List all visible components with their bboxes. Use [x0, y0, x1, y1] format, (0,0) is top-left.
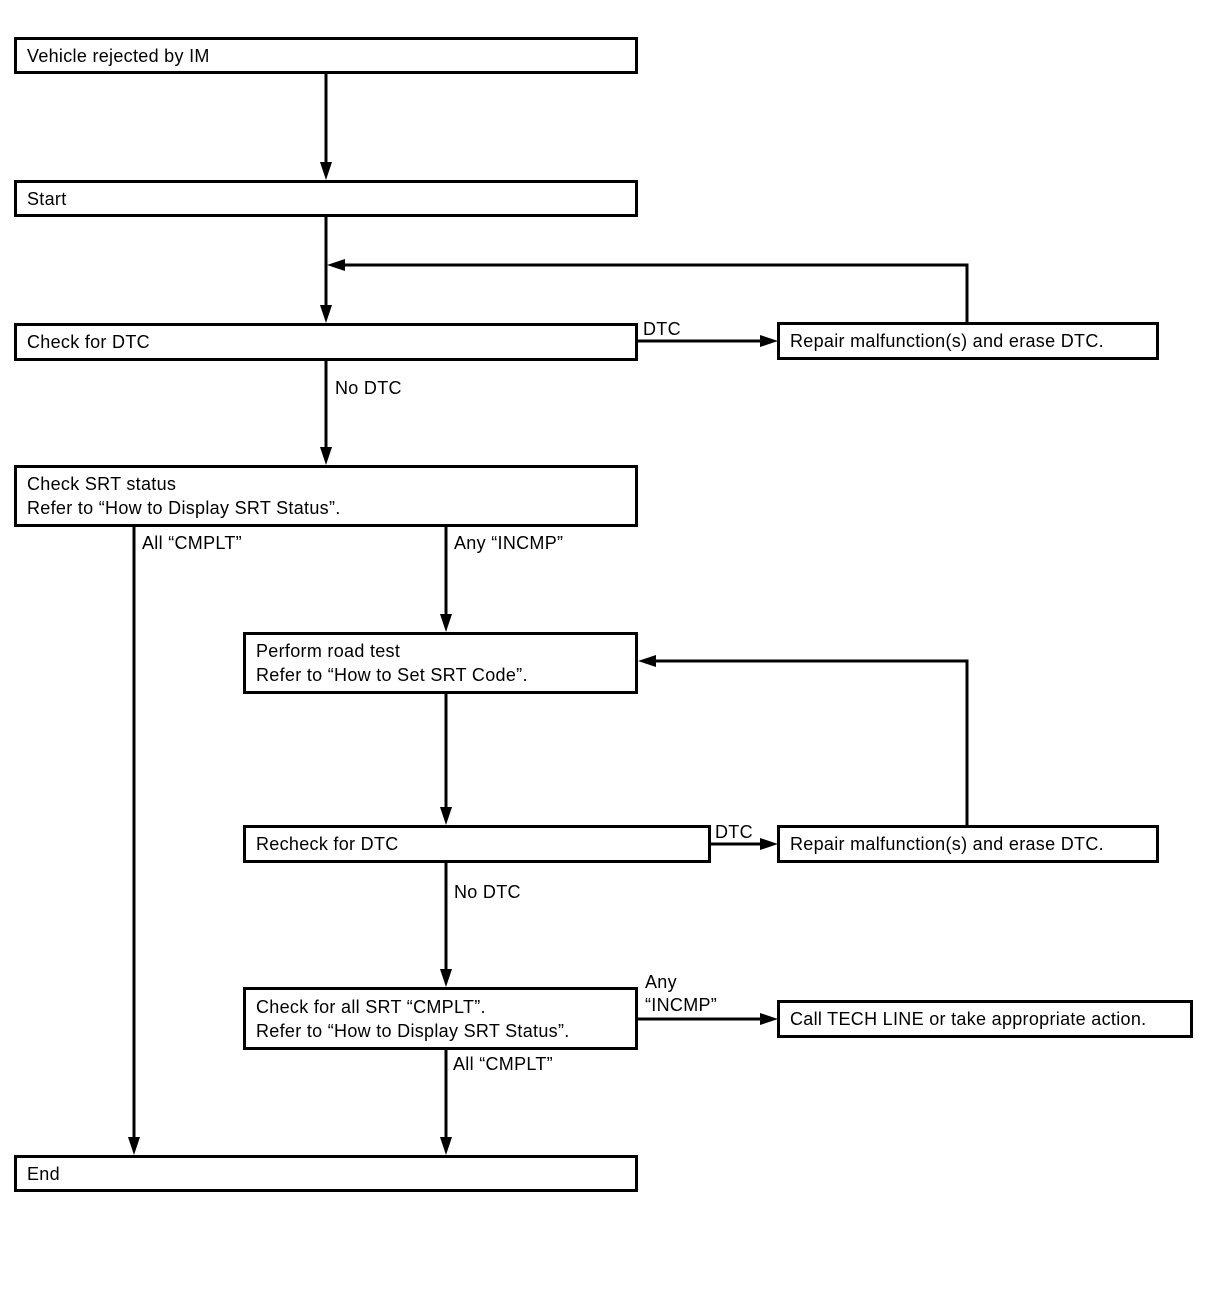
- node-label: Start: [27, 188, 67, 209]
- arrow-head: [320, 162, 332, 180]
- node-call-techline: Call TECH LINE or take appropriate actio…: [777, 1000, 1193, 1038]
- edge-label-all-cmplt: All “CMPLT”: [453, 1054, 553, 1074]
- arrow-head: [320, 305, 332, 323]
- node-check-srt: Check SRT status Refer to “How to Displa…: [14, 465, 638, 527]
- edge-label-all-cmplt: All “CMPLT”: [142, 533, 242, 553]
- arrow-head: [327, 259, 345, 271]
- edge-label-any-incmp: Any “INCMP”: [454, 533, 564, 553]
- edge-label-no-dtc: No DTC: [335, 378, 402, 398]
- arrow-head: [760, 1013, 778, 1025]
- arrow-head: [440, 1137, 452, 1155]
- node-label-line1: Check for all SRT “CMPLT”.: [256, 996, 486, 1017]
- node-label: End: [27, 1163, 60, 1184]
- node-label: Call TECH LINE or take appropriate actio…: [790, 1009, 1147, 1029]
- arrow-head: [320, 447, 332, 465]
- arrow-head: [440, 614, 452, 632]
- arrow-repair1-loop-back: [345, 263, 969, 322]
- node-label-line2: Refer to “How to Display SRT Status”.: [256, 1020, 570, 1041]
- arrow-head: [128, 1137, 140, 1155]
- node-label: Recheck for DTC: [256, 834, 399, 854]
- edge-label-any: Any: [645, 972, 677, 992]
- arrow-head: [760, 335, 778, 347]
- arrow-head: [760, 838, 778, 850]
- node-label: Vehicle rejected by IM: [27, 45, 210, 66]
- edge-label-dtc: DTC: [643, 319, 681, 339]
- node-start: Start: [14, 180, 638, 217]
- node-label: Repair malfunction(s) and erase DTC.: [790, 834, 1104, 854]
- node-recheck-dtc: Recheck for DTC: [243, 825, 711, 863]
- node-label-line1: Check SRT status: [27, 474, 177, 494]
- node-check-dtc: Check for DTC: [14, 323, 638, 361]
- edge-label-incmp: “INCMP”: [645, 995, 718, 1015]
- node-vehicle-rejected: Vehicle rejected by IM: [14, 37, 638, 74]
- arrow-repair2-loop-back: [656, 659, 969, 825]
- arrow-head: [638, 655, 656, 667]
- edge-label-dtc: DTC: [715, 822, 753, 842]
- arrow-head: [440, 969, 452, 987]
- edge-label-no-dtc: No DTC: [454, 882, 521, 902]
- node-label-line2: Refer to “How to Display SRT Status”.: [27, 498, 341, 518]
- node-road-test: Perform road test Refer to “How to Set S…: [243, 632, 638, 694]
- arrow-head: [440, 807, 452, 825]
- node-end: End: [14, 1155, 638, 1192]
- node-label-line2: Refer to “How to Set SRT Code”.: [256, 665, 528, 685]
- node-repair-1: Repair malfunction(s) and erase DTC.: [777, 322, 1159, 360]
- node-repair-2: Repair malfunction(s) and erase DTC.: [777, 825, 1159, 863]
- node-label-line1: Perform road test: [256, 641, 401, 661]
- node-check-all-srt: Check for all SRT “CMPLT”. Refer to “How…: [243, 987, 638, 1050]
- node-label: Repair malfunction(s) and erase DTC.: [790, 331, 1104, 351]
- node-label: Check for DTC: [27, 332, 150, 352]
